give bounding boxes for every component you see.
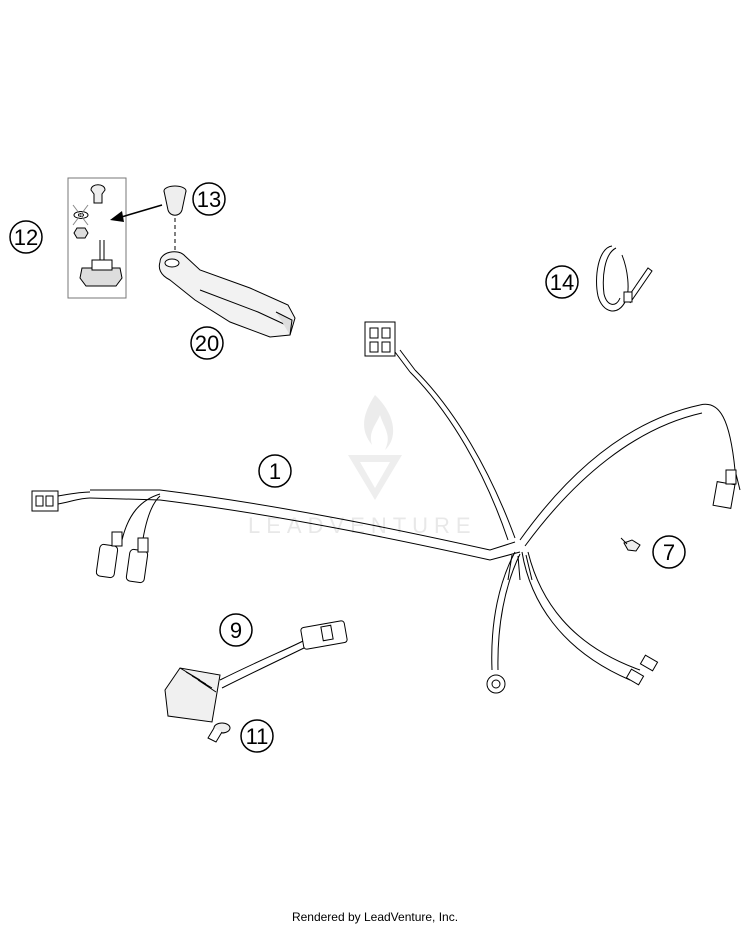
- part-12-hardware-set[interactable]: [67, 177, 127, 299]
- svg-text:12: 12: [14, 225, 38, 250]
- part-11-screw[interactable]: [207, 722, 231, 743]
- callout-1: 1: [258, 454, 292, 488]
- callout-11: 11: [240, 719, 274, 753]
- callout-7: 7: [652, 535, 686, 569]
- watermark-text: LEADVENTURE: [248, 513, 477, 538]
- callout-20: 20: [190, 326, 224, 360]
- svg-text:20: 20: [195, 331, 219, 356]
- callout-9: 9: [219, 613, 253, 647]
- part-1-wiring-harness[interactable]: [31, 321, 741, 694]
- callout-12: 12: [9, 220, 43, 254]
- svg-text:7: 7: [663, 540, 675, 565]
- svg-text:9: 9: [230, 618, 242, 643]
- svg-text:11: 11: [246, 724, 269, 749]
- callout-14: 14: [545, 265, 579, 299]
- part-13-grommet[interactable]: [163, 185, 187, 252]
- watermark: LEADVENTURE: [248, 395, 477, 538]
- watermark-flame-icon: [364, 395, 394, 450]
- svg-text:13: 13: [197, 187, 221, 212]
- svg-text:1: 1: [269, 459, 281, 484]
- part-7-clip[interactable]: [620, 537, 641, 552]
- part-9-regulator[interactable]: [164, 620, 348, 723]
- svg-text:14: 14: [550, 270, 574, 295]
- watermark-v-icon: [348, 455, 402, 500]
- part-14-cable-tie[interactable]: [596, 245, 653, 312]
- callout-13: 13: [192, 182, 226, 216]
- assembly-arrow: [110, 204, 163, 222]
- part-20-bracket[interactable]: [158, 251, 296, 338]
- footer-credit: Rendered by LeadVenture, Inc.: [291, 910, 459, 924]
